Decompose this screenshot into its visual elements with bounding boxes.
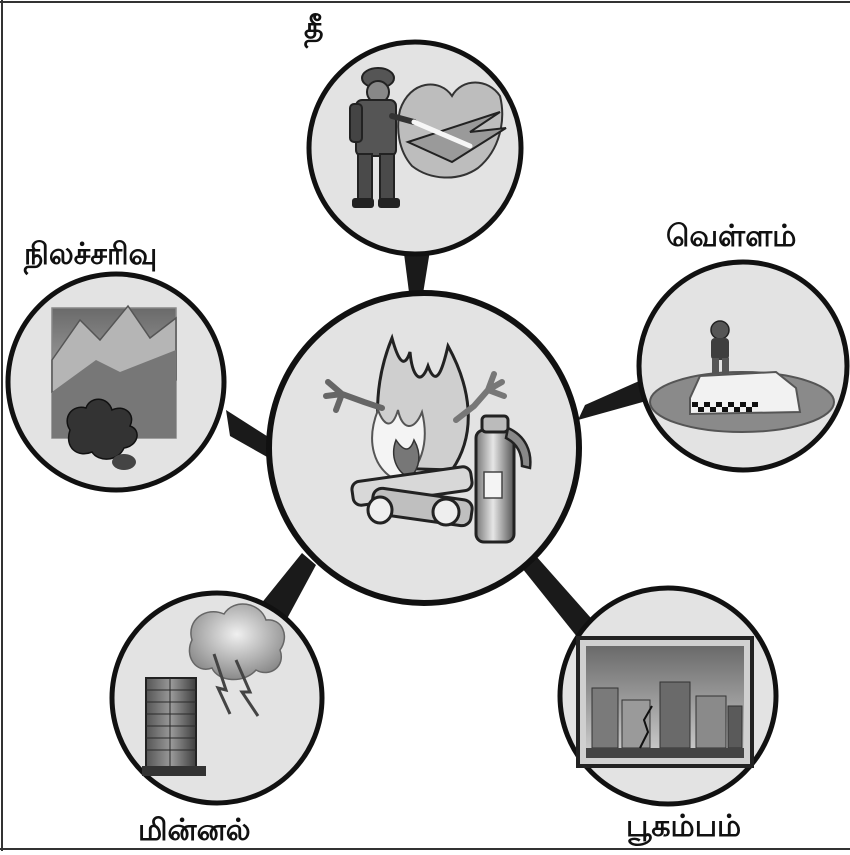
node-fire <box>306 39 524 257</box>
label-lightning: மின்னல் <box>138 813 251 848</box>
connector-earthquake <box>522 556 598 643</box>
logs <box>350 465 474 528</box>
label-fire: தீ <box>304 11 324 46</box>
firefighter-icon <box>349 67 507 208</box>
node-flood <box>636 259 850 473</box>
flood-car-icon <box>649 320 835 433</box>
lightning-building-icon <box>142 603 286 776</box>
campfire-extinguisher-icon <box>323 333 532 544</box>
landslide-icon <box>51 304 177 470</box>
center-node <box>266 290 582 606</box>
node-lightning <box>109 590 325 806</box>
extinguisher <box>474 414 532 544</box>
connector-flood <box>578 378 650 420</box>
label-flood: வெள்ளம் <box>666 219 797 254</box>
node-landslide <box>5 271 227 493</box>
earthquake-city-icon <box>576 636 754 768</box>
label-earthquake: பூகம்பம் <box>626 809 742 844</box>
label-landslide: நிலச்சரிவு <box>24 237 158 272</box>
node-earthquake <box>557 585 779 807</box>
